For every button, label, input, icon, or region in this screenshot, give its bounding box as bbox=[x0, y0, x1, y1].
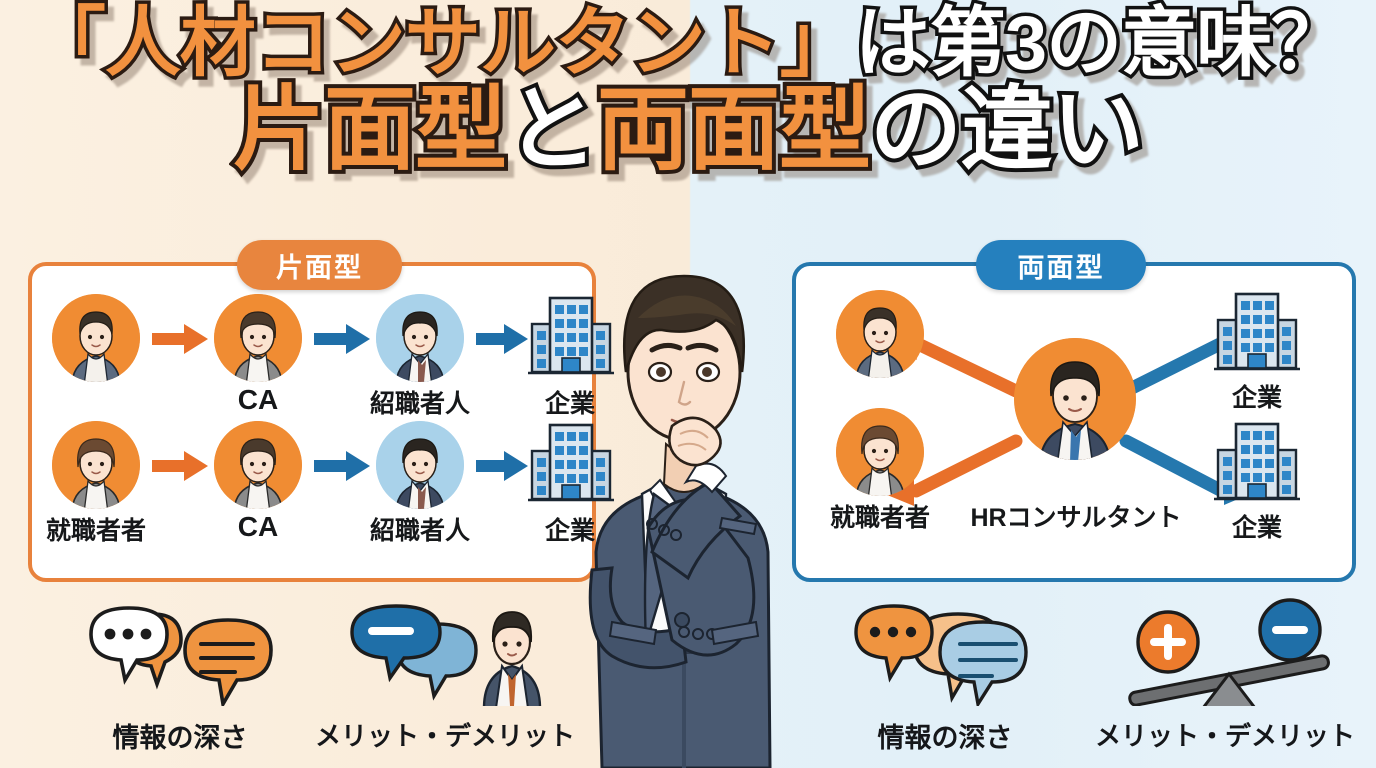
avatar-jobseeker-r2 bbox=[52, 421, 140, 509]
label-company-lower: 企業 bbox=[1231, 514, 1282, 542]
title-segment-orange: 「人材コンサルタント」 bbox=[26, 1, 859, 86]
title-segment-white: は第3の意味？ bbox=[851, 1, 1350, 86]
arrow-orange-r1 bbox=[152, 324, 208, 359]
arrow-orange-r2 bbox=[152, 451, 208, 486]
label-hr-consultant: HRコンサルタント bbox=[970, 504, 1182, 532]
panel-one-sided: 片面型 bbox=[28, 240, 614, 582]
label-jobseeker-two-sided: 就職者者 bbox=[829, 504, 930, 532]
label-recruiter-r2: 紹職者人 bbox=[369, 517, 470, 545]
label-company-r2: 企業 bbox=[544, 517, 595, 545]
label-info-depth-left: 情報の深さ bbox=[112, 723, 248, 753]
label-jobseeker-r2: 就職者者 bbox=[45, 517, 146, 545]
title-line-2: 片面型と両面型の違い bbox=[0, 79, 1376, 181]
building-icon-lower bbox=[1214, 414, 1300, 515]
speech-bubbles-white-orange-icon bbox=[89, 606, 273, 710]
avatar-ca-r2 bbox=[214, 421, 302, 509]
thinking-businessman-illustration bbox=[556, 222, 824, 768]
title-line-1: 「人材コンサルタント」は第3の意味？ bbox=[0, 1, 1376, 86]
bottom-item-merit-demerit-left: メリット・デメリット bbox=[300, 598, 590, 758]
panel-two-sided: 両面型 bbox=[792, 240, 1356, 582]
label-company-r1: 企業 bbox=[544, 390, 595, 418]
building-icon-upper bbox=[1214, 284, 1300, 385]
avatar-recruiter-r1 bbox=[376, 294, 464, 382]
title-segment-ryomengata: 両面型 bbox=[593, 79, 875, 181]
arrow-blue-a-r2 bbox=[314, 451, 370, 486]
seesaw-balance-plus-minus-icon bbox=[1128, 598, 1330, 710]
avatar-hr-consultant bbox=[1014, 338, 1136, 460]
label-merit-demerit-left: メリット・デメリット bbox=[314, 721, 576, 751]
bottom-item-info-depth-left: 情報の深さ bbox=[70, 598, 290, 758]
avatar-ca-r1 bbox=[214, 294, 302, 382]
title-segment-katamengata: 片面型 bbox=[229, 79, 511, 181]
arrow-blue-a-r1 bbox=[314, 324, 370, 359]
avatar-jobseeker-lower bbox=[836, 408, 924, 496]
label-ca-r1: CA bbox=[237, 384, 279, 415]
speech-bubbles-blue-with-person-icon bbox=[350, 604, 542, 710]
label-company-upper: 企業 bbox=[1231, 384, 1282, 412]
bottom-item-info-depth-right: 情報の深さ bbox=[830, 598, 1060, 758]
label-recruiter-r1: 紹職者人 bbox=[369, 390, 470, 418]
title-segment-to: と bbox=[502, 79, 602, 181]
label-info-depth-right: 情報の深さ bbox=[877, 723, 1013, 753]
badge-two-sided: 両面型 bbox=[976, 240, 1146, 290]
speech-bubbles-orange-blue-icon bbox=[854, 604, 1028, 709]
bottom-item-merit-demerit-right: メリット・デメリット bbox=[1080, 598, 1370, 758]
building-icon-r1 bbox=[528, 288, 614, 389]
title-segment-nochigai: の違い bbox=[866, 79, 1148, 181]
badge-one-sided: 片面型 bbox=[237, 240, 402, 290]
label-merit-demerit-right: メリット・デメリット bbox=[1094, 721, 1356, 751]
building-icon-r2 bbox=[528, 415, 614, 516]
arrow-blue-b-r1 bbox=[476, 324, 528, 359]
avatar-recruiter-r2 bbox=[376, 421, 464, 509]
title-block: 「人材コンサルタント」は第3の意味？ 片面型と両面型の違い bbox=[0, 1, 1376, 181]
avatar-jobseeker-upper bbox=[836, 290, 924, 378]
arrow-blue-b-r2 bbox=[476, 451, 528, 486]
avatar-jobseeker-r1 bbox=[52, 294, 140, 382]
label-ca-r2: CA bbox=[237, 511, 279, 542]
